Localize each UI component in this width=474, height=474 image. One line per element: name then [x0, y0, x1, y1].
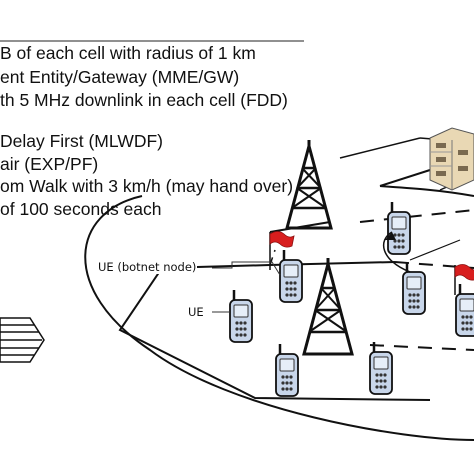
- text-line-mme-gw: ent Entity/Gateway (MME/GW): [0, 67, 240, 87]
- red-flag-icon: [269, 231, 295, 270]
- text-line-random-walk: om Walk with 3 km/h (may hand over): [0, 176, 294, 196]
- ue-label: UE: [187, 305, 205, 319]
- striped-arrow-icon: [0, 317, 45, 363]
- cell-tower-icon: [285, 140, 333, 230]
- hexagon-cell-boundary: [118, 264, 431, 401]
- handover-arrow: [383, 231, 411, 273]
- text-line-cell-radius: B of each cell with radius of 1 km: [0, 43, 256, 63]
- hexagon-right-edge-dashed: [369, 344, 474, 351]
- mobile-phone-icon: [278, 248, 304, 304]
- red-flag-icon: [454, 264, 474, 295]
- mobile-phone-icon: [368, 340, 394, 396]
- mobile-phone-icon: [274, 342, 300, 398]
- text-line-duration: of 100 seconds each: [0, 199, 162, 219]
- text-line-downlink: th 5 MHz downlink in each cell (FDD): [0, 90, 288, 110]
- backhaul-link-1: [339, 137, 421, 159]
- cell-tower-icon: [302, 258, 354, 356]
- server-rack-icon: [429, 127, 474, 191]
- botnet-label-leader: [212, 261, 281, 276]
- mobile-phone-icon: [386, 200, 412, 256]
- coverage-ellipse-top: [379, 185, 474, 197]
- handover-link: [409, 239, 461, 261]
- mobile-phone-icon: [454, 282, 474, 338]
- text-line-mlwdf: Delay First (MLWDF): [0, 131, 163, 151]
- handover-arrow-head: [385, 232, 396, 240]
- upper-cell-edge-dashed: [359, 209, 474, 223]
- mobile-phone-icon: [228, 288, 254, 344]
- botnet-ue-label: UE (botnet node): [97, 260, 198, 274]
- coverage-ellipse: [84, 195, 474, 441]
- upper-cell-edge-2: [379, 169, 431, 187]
- text-line-exp-pf: air (EXP/PF): [0, 154, 99, 174]
